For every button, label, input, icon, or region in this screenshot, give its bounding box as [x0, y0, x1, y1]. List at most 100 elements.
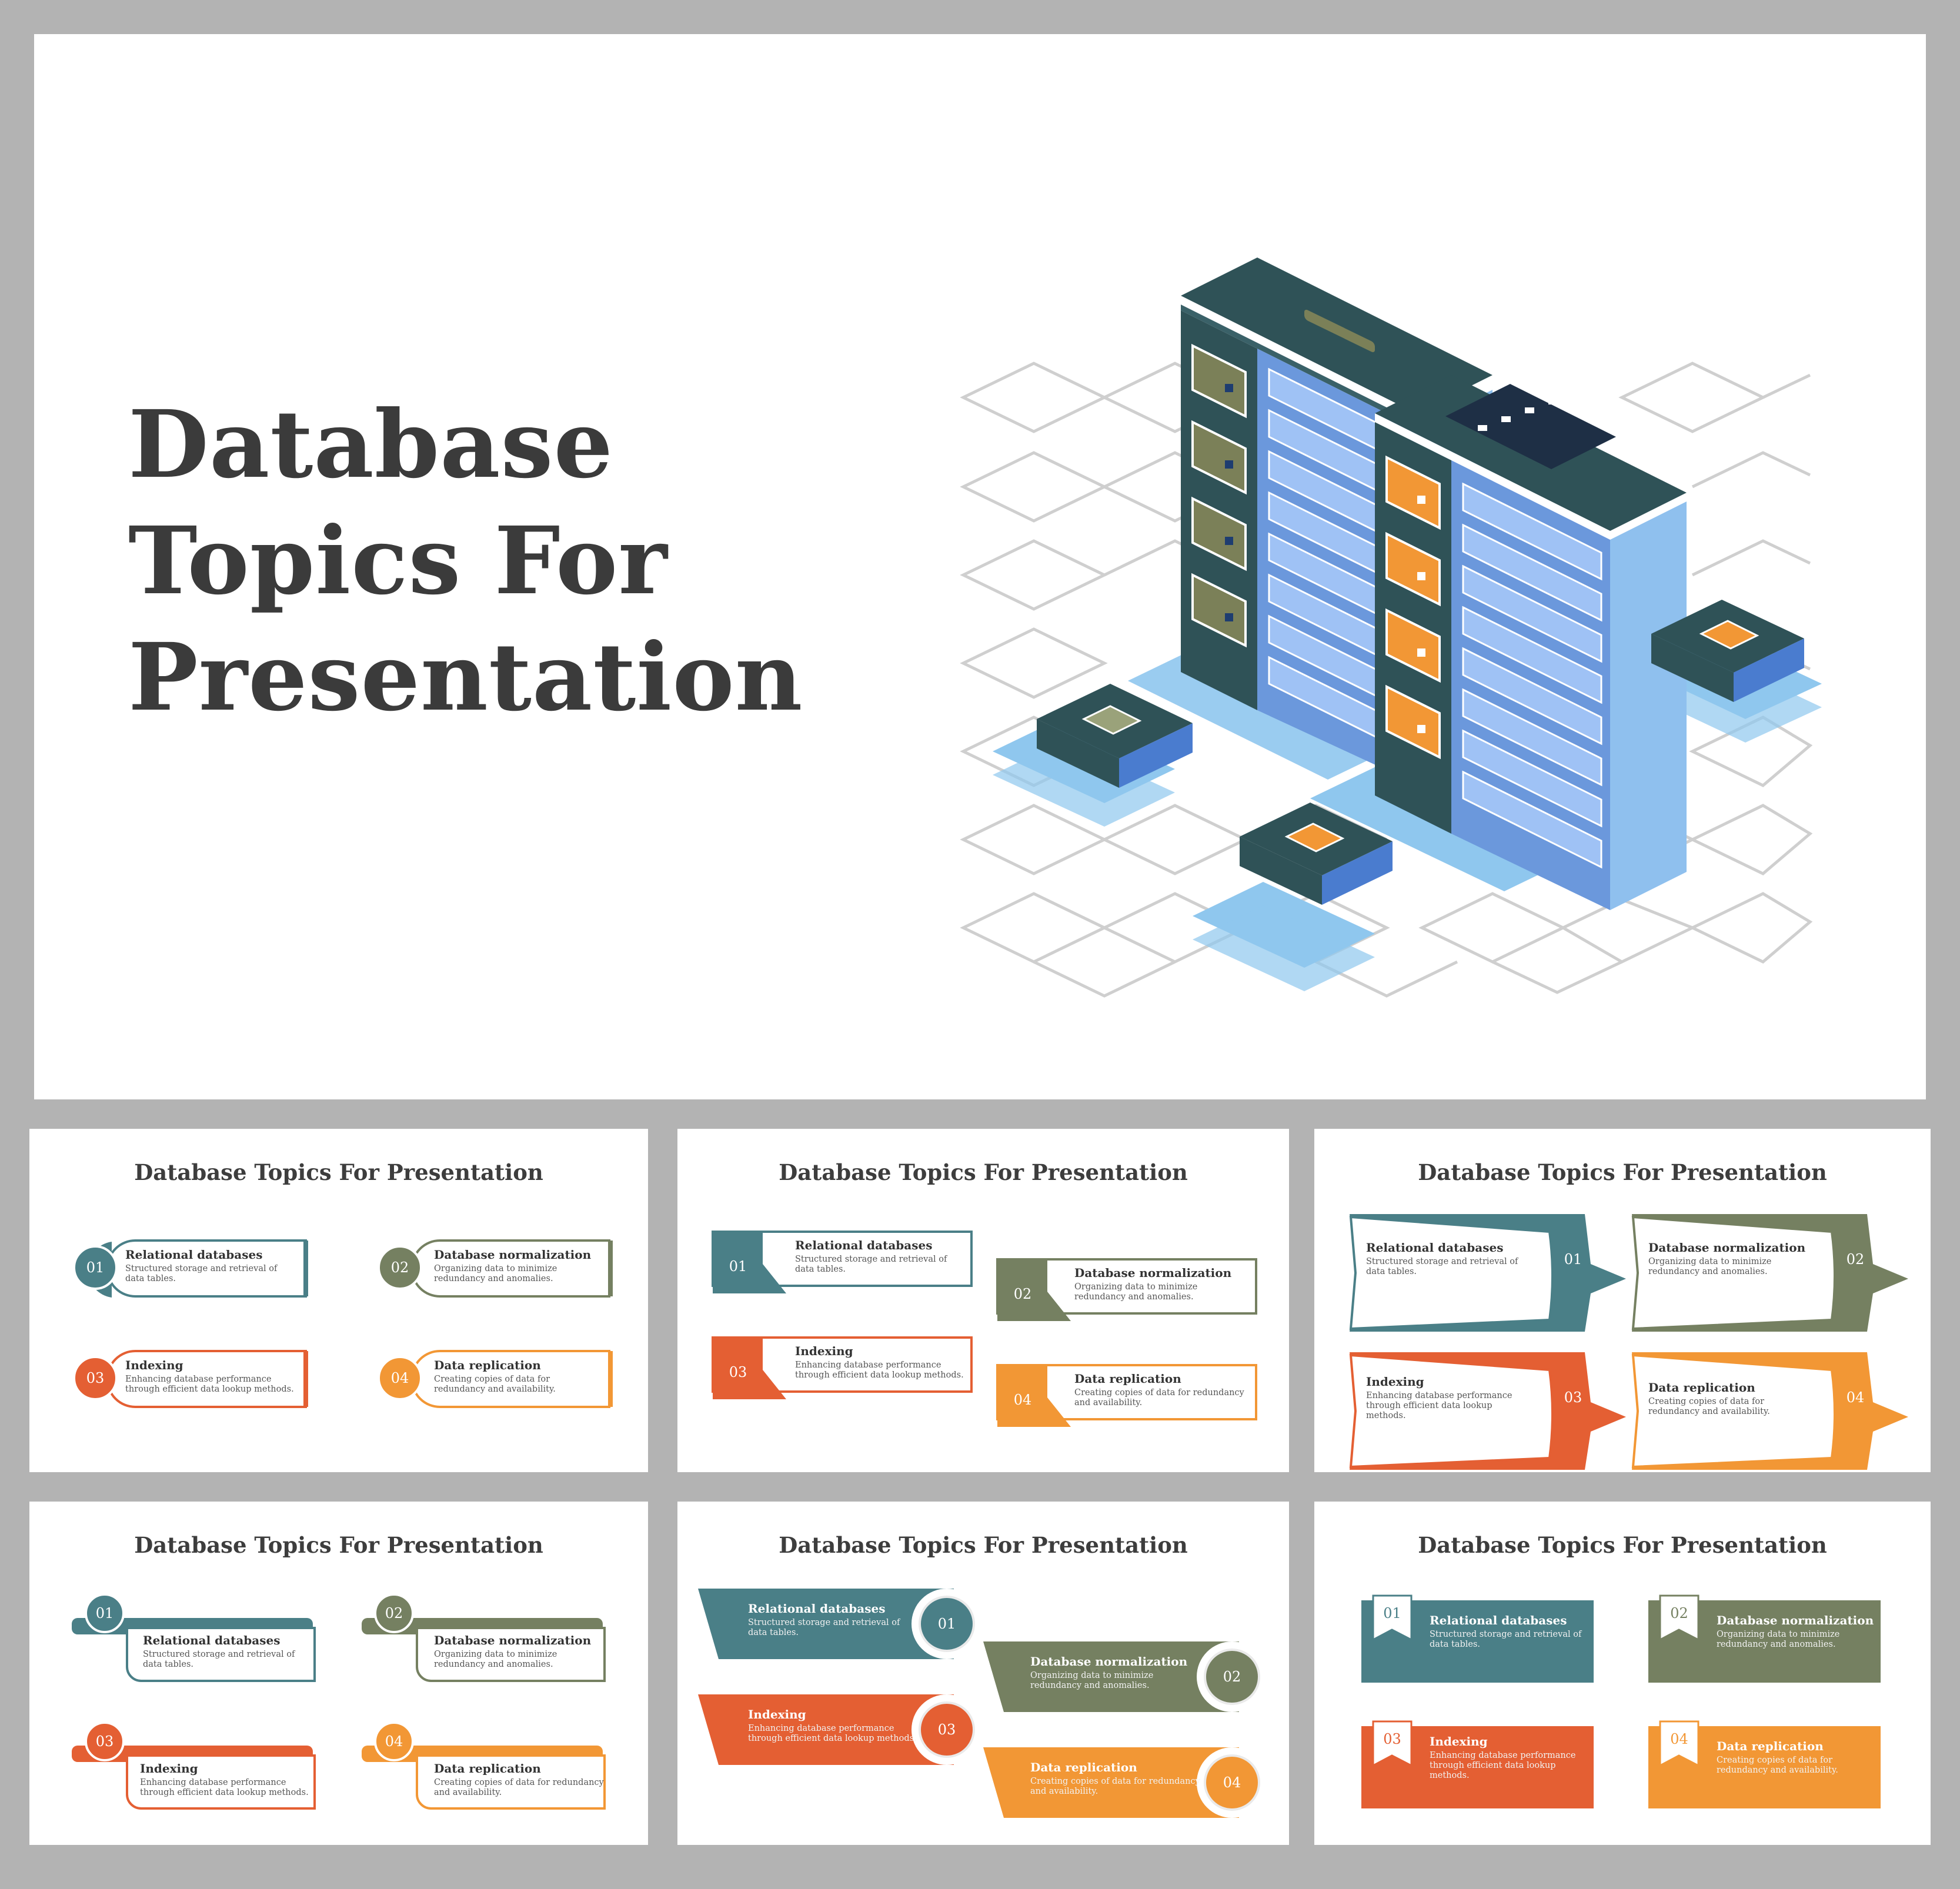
item-number: 03: [729, 1364, 747, 1380]
item-title: Relational databases: [125, 1248, 263, 1262]
network-switch-icon: [1240, 803, 1393, 905]
item-number: 03: [86, 1370, 105, 1386]
item-title: Database normalization: [1030, 1654, 1188, 1669]
item-title: Data replication: [1074, 1372, 1181, 1386]
item-number: 01: [1383, 1605, 1401, 1621]
slide-title: Database Topics For Presentation: [134, 1532, 543, 1558]
item-desc: Enhancing database performance through e…: [748, 1724, 917, 1743]
item-title: Relational databases: [748, 1602, 886, 1616]
item-title: Database normalization: [434, 1633, 592, 1647]
network-switch-icon: [1651, 600, 1804, 702]
item-number: 04: [1223, 1774, 1241, 1791]
thumbnail-slide-5: Database Topics For Presentation 01 02 0…: [677, 1502, 1289, 1845]
item-title: Relational databases: [1366, 1241, 1504, 1255]
thumbnail-slide-3: Database Topics For Presentation 01 02 0…: [1314, 1129, 1931, 1472]
item-title: Indexing: [1430, 1734, 1488, 1748]
slide-title: Database Topics For Presentation: [779, 1159, 1188, 1185]
item-desc: Enhancing database performance through e…: [1430, 1751, 1576, 1780]
hero-title-line-2: Topics For: [128, 507, 668, 616]
hero-title-line-1: Database: [128, 390, 614, 499]
item-desc: Organizing data to minimize redundancy a…: [434, 1650, 557, 1669]
server-rack-icon: [1375, 375, 1687, 910]
slide-title: Database Topics For Presentation: [1418, 1159, 1827, 1185]
item-number: 02: [1670, 1605, 1688, 1621]
item-number: 03: [95, 1733, 114, 1750]
item-title: Data replication: [1717, 1739, 1824, 1753]
item-number: 04: [1846, 1389, 1865, 1406]
thumbnail-slide-4: Database Topics For Presentation 01 02 0…: [29, 1502, 648, 1845]
item-desc: Creating copies of data for redundancy a…: [1074, 1388, 1244, 1407]
item-title: Indexing: [795, 1344, 853, 1358]
item-title: Relational databases: [1430, 1613, 1567, 1627]
hero-title-line-3: Presentation: [128, 623, 803, 732]
thumbnail-slide-1: Database Topics For Presentation 01 02 0…: [29, 1129, 648, 1472]
item-desc: Creating copies of data for redundancy a…: [1648, 1397, 1770, 1416]
item-title: Data replication: [1648, 1380, 1755, 1395]
item-title: Database normalization: [434, 1248, 592, 1262]
item-number: 01: [95, 1605, 114, 1621]
network-switch-icon: [1037, 684, 1193, 788]
slide-4-shapes: [72, 1593, 606, 1810]
item-desc: Organizing data to minimize redundancy a…: [1717, 1630, 1840, 1649]
item-desc: Enhancing database performance through e…: [125, 1375, 294, 1394]
item-desc: Structured storage and retrieval of data…: [143, 1650, 295, 1669]
slide-title: Database Topics For Presentation: [779, 1532, 1188, 1558]
item-number: 02: [1013, 1286, 1032, 1302]
item-desc: Structured storage and retrieval of data…: [1366, 1257, 1518, 1276]
hero-title: Database Topics For Presentation: [128, 387, 803, 736]
item-desc: Organizing data to minimize redundancy a…: [1030, 1671, 1154, 1690]
item-number: 01: [729, 1258, 747, 1275]
item-number: 01: [937, 1616, 956, 1632]
item-desc: Organizing data to minimize redundancy a…: [434, 1264, 557, 1283]
thumbnail-slide-2: Database Topics For Presentation 01 02 0…: [677, 1129, 1289, 1472]
item-title: Data replication: [1030, 1760, 1137, 1774]
slide-1-shapes: [73, 1239, 613, 1408]
slide-title: Database Topics For Presentation: [134, 1159, 543, 1185]
item-number: 04: [385, 1733, 403, 1750]
item-desc: Structured storage and retrieval of data…: [748, 1618, 900, 1637]
item-title: Database normalization: [1717, 1613, 1874, 1627]
slide-title: Database Topics For Presentation: [1418, 1532, 1827, 1558]
item-desc: Structured storage and retrieval of data…: [125, 1264, 278, 1283]
item-title: Database normalization: [1648, 1241, 1806, 1255]
item-number: 04: [1013, 1392, 1032, 1408]
item-desc: Enhancing database performance through e…: [795, 1360, 964, 1380]
item-desc: Enhancing database performance through e…: [140, 1778, 309, 1797]
server-rack-icon: [1181, 258, 1492, 784]
item-number: 02: [1223, 1669, 1241, 1685]
item-number: 03: [1383, 1731, 1401, 1747]
item-number: 03: [1564, 1389, 1582, 1406]
item-number: 02: [390, 1259, 409, 1276]
item-title: Relational databases: [795, 1238, 933, 1252]
item-title: Data replication: [434, 1358, 541, 1372]
item-title: Indexing: [125, 1358, 183, 1372]
item-number: 04: [390, 1370, 409, 1386]
item-title: Data replication: [434, 1761, 541, 1776]
slide-5-shapes: [698, 1589, 1267, 1818]
item-desc: Creating copies of data for redundancy a…: [1030, 1777, 1200, 1796]
item-number: 01: [86, 1259, 105, 1276]
thumbnail-slide-6: Database Topics For Presentation 01 02 0…: [1314, 1502, 1931, 1845]
server-illustration: [960, 258, 1822, 998]
slide-3-shapes: [1349, 1214, 1908, 1470]
item-number: 04: [1670, 1731, 1688, 1747]
item-desc: Organizing data to minimize redundancy a…: [1648, 1257, 1772, 1276]
item-number: 03: [937, 1721, 956, 1738]
item-title: Relational databases: [143, 1633, 281, 1647]
hero-slide: Database Topics For Presentation: [34, 34, 1926, 1099]
item-desc: Creating copies of data for redundancy a…: [1717, 1756, 1838, 1775]
item-desc: Structured storage and retrieval of data…: [795, 1255, 947, 1274]
item-number: 01: [1564, 1251, 1582, 1268]
item-title: Indexing: [140, 1761, 198, 1776]
item-number: 02: [385, 1605, 403, 1621]
item-title: Indexing: [748, 1707, 806, 1721]
item-desc: Creating copies of data for redundancy a…: [434, 1778, 604, 1797]
item-title: Indexing: [1366, 1375, 1424, 1389]
slide-6-shapes: [1361, 1594, 1881, 1808]
item-number: 02: [1846, 1251, 1865, 1268]
item-desc: Organizing data to minimize redundancy a…: [1074, 1282, 1198, 1302]
slide-2-shapes: [712, 1231, 1257, 1427]
item-desc: Enhancing database performance through e…: [1366, 1391, 1512, 1420]
item-desc: Creating copies of data for redundancy a…: [434, 1375, 556, 1394]
item-title: Database normalization: [1074, 1266, 1232, 1280]
